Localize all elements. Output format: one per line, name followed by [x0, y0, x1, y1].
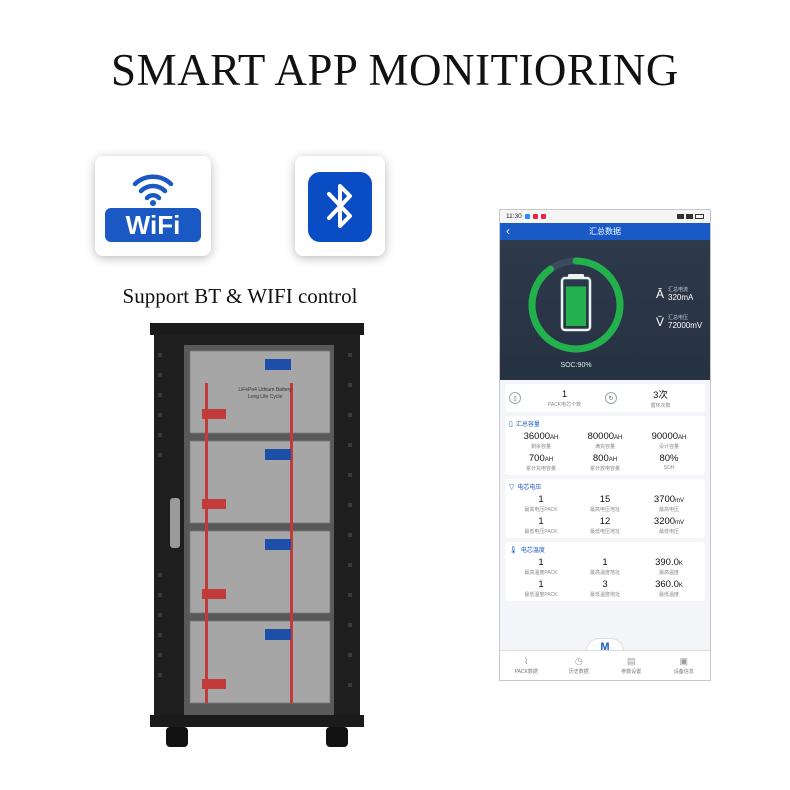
voltage-metric: V̄ 汇总电压 72000mV — [655, 314, 702, 330]
soc-ring — [528, 257, 624, 353]
current-icon: Ā — [655, 287, 664, 301]
document-icon: ▤ — [626, 656, 636, 666]
pack-count-label: PACK电芯个数 — [547, 401, 582, 408]
current-metric: Ā 汇总电流 320mA — [655, 286, 693, 302]
status-bar: 11:30 — [500, 210, 710, 223]
nav-settings[interactable]: ▤ 参数设置 — [605, 651, 658, 680]
voltage-label: 汇总电压 — [668, 315, 689, 321]
signal-icon — [686, 214, 693, 219]
cell-voltage-title: 电芯电压 — [517, 485, 542, 491]
battery-label-1: LiFePo4 Lithium Battery — [238, 387, 292, 393]
app-title: 汇总数据 — [589, 227, 621, 236]
chart-icon: ⌇ — [524, 656, 529, 666]
bluetooth-badge — [295, 156, 385, 256]
nav-history[interactable]: ◷ 历史数据 — [553, 651, 606, 680]
wifi-icon: WiFi — [105, 174, 201, 242]
capacity-icon: ▯ — [509, 420, 513, 428]
bluetooth-icon — [308, 172, 372, 242]
voltage-value: 72000mV — [668, 321, 703, 330]
wifi-badge: WiFi — [95, 156, 211, 256]
voltage-icon: V̄ — [655, 315, 664, 329]
status-time: 11:30 — [506, 213, 522, 220]
current-label: 汇总电流 — [668, 287, 689, 293]
support-text: Support BT & WIFI control — [122, 284, 358, 308]
thermometer-icon: 🌡 — [509, 546, 518, 554]
current-value: 320mA — [668, 293, 694, 302]
bottom-nav: ⌇ PACK数据 ◷ 历史数据 ▤ 参数设置 ▣ 设备信息 — [500, 650, 710, 680]
phone-screen: 11:30 ‹ 汇总数据 SOC:90% Ā 汇总 — [500, 210, 710, 680]
cycle-icon: ↻ — [605, 392, 617, 404]
pack-count: ▯ 1 PACK电芯个数 — [509, 387, 605, 409]
notification-icon — [524, 214, 530, 219]
voltage-signal-icon: ▽ — [509, 483, 515, 491]
signal-icon — [677, 214, 684, 219]
device-icon: ▣ — [679, 656, 688, 666]
wifi-badge-text: WiFi — [126, 210, 181, 240]
pack-summary-card: ▯ 1 PACK电芯个数 ↻ 3次 循环次数 — [505, 384, 705, 412]
back-arrow-icon[interactable]: ‹ — [506, 224, 510, 238]
page-headline: SMART APP MONITIORING — [111, 45, 679, 95]
battery-label-2: Long Life Cycle — [248, 394, 283, 400]
notification-icon — [532, 214, 538, 219]
cycle-count-value: 3次 — [653, 390, 668, 401]
nav-device-info[interactable]: ▣ 设备信息 — [658, 651, 711, 680]
clock-icon: ◷ — [574, 656, 583, 666]
battery-cabinet: LiFePo4 Lithium Battery Long Life Cycle — [150, 323, 364, 753]
cycle-count: ↻ 3次 循环次数 — [605, 387, 701, 409]
logo-icon: M — [600, 641, 610, 653]
cell-temp-title: 电芯温度 — [520, 548, 545, 554]
soc-label: SOC:90% — [560, 362, 592, 369]
battery-status-icon — [695, 214, 704, 219]
battery-level-icon — [560, 274, 592, 332]
app-bar: ‹ 汇总数据 — [500, 223, 710, 240]
pack-count-value: 1 — [561, 388, 568, 400]
cycle-count-label: 循环次数 — [650, 403, 671, 409]
capacity-title: 汇总容量 — [515, 422, 540, 428]
capacity-item: 80%SOH — [659, 453, 679, 471]
soc-hero: SOC:90% Ā 汇总电流 320mA V̄ 汇总电压 72000mV — [500, 240, 710, 380]
battery-cell-icon: ▯ — [509, 392, 521, 404]
nav-pack-data[interactable]: ⌇ PACK数据 — [500, 651, 553, 680]
data-panel: ▯ 1 PACK电芯个数 ↻ 3次 循环次数 ▯汇总容量 360 — [500, 380, 710, 670]
notification-icon — [540, 214, 546, 219]
